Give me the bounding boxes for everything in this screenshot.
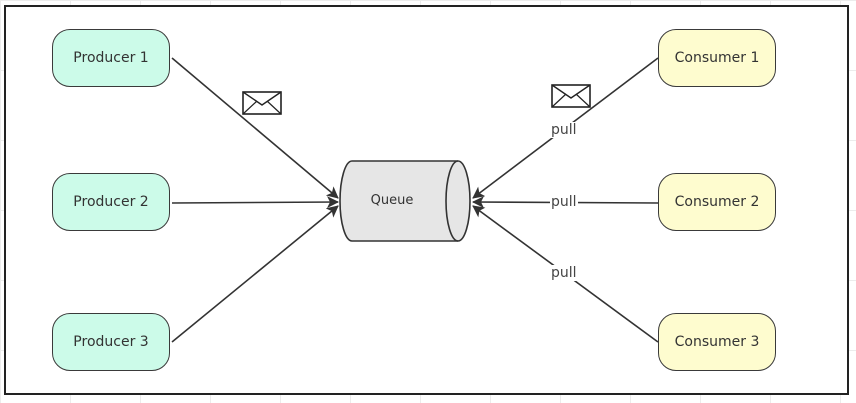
producer-1-node: Producer 1 — [52, 29, 170, 87]
producer-3-node: Producer 3 — [52, 313, 170, 371]
envelope-icon — [242, 91, 282, 115]
edge-label-pull-1: pull — [550, 122, 578, 138]
queue-cylinder — [339, 160, 471, 242]
consumer-1-node: Consumer 1 — [658, 29, 776, 87]
edge-producer-3-queue — [171, 205, 339, 343]
edge-producer-2-queue — [171, 196, 339, 209]
producer-2-node: Producer 2 — [52, 173, 170, 231]
edge-producer-1-queue — [171, 57, 339, 199]
edge-label-pull-3: pull — [550, 265, 578, 281]
queue-label: Queue — [370, 193, 414, 208]
envelope-icon — [551, 84, 591, 108]
edge-label-pull-2: pull — [550, 194, 578, 210]
consumer-3-node: Consumer 3 — [658, 313, 776, 371]
consumer-2-node: Consumer 2 — [658, 173, 776, 231]
